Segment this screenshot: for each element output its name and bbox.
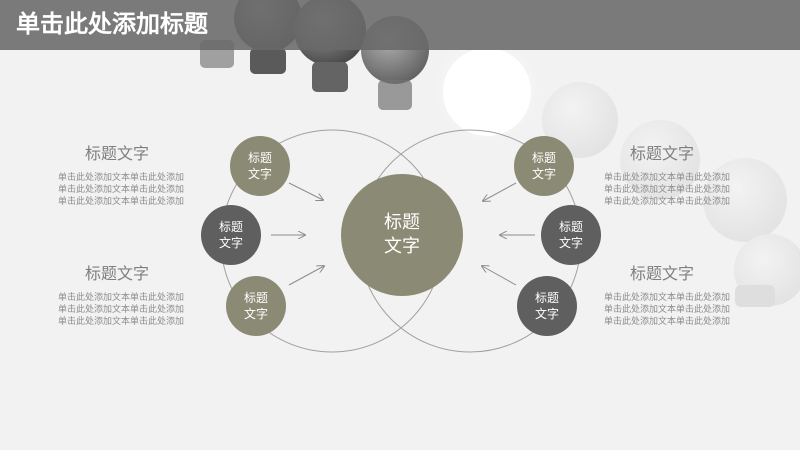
node-left-mid[interactable]: 标题 文字 [201,205,261,265]
side-block-body-bottom-right[interactable]: 单击此处添加文本单击此处添加 单击此处添加文本单击此处添加 单击此处添加文本单击… [604,292,730,328]
side-block-body-top-right[interactable]: 单击此处添加文本单击此处添加 单击此处添加文本单击此处添加 单击此处添加文本单击… [604,172,730,208]
side-block-title-top-left[interactable]: 标题文字 [85,144,150,163]
side-block-line: 单击此处添加文本单击此处添加 [604,197,731,207]
node-label-line2: 文字 [243,307,268,321]
center-circle[interactable]: 标题 文字 [341,174,463,296]
arrow-left-bottom [288,266,324,286]
node-left-bottom[interactable]: 标题 文字 [226,276,286,336]
side-block-line: 单击此处添加文本单击此处添加 [604,185,731,195]
side-block-title-bottom-right[interactable]: 标题文字 [630,264,695,283]
arrow-left-top [288,182,323,200]
side-block-body-top-left[interactable]: 单击此处添加文本单击此处添加 单击此处添加文本单击此处添加 单击此处添加文本单击… [58,172,184,208]
center-circle-line2: 文字 [384,236,420,257]
node-label-line1: 标题 [218,220,243,234]
side-block-line: 单击此处添加文本单击此处添加 [604,293,731,303]
node-left-top[interactable]: 标题 文字 [230,136,290,196]
node-right-top[interactable]: 标题 文字 [514,136,574,196]
node-label-line1: 标题 [534,291,559,305]
side-block-title-bottom-left[interactable]: 标题文字 [85,264,150,283]
side-block-line: 单击此处添加文本单击此处添加 [58,173,185,183]
arrow-right-top [483,182,517,201]
node-label-line2: 文字 [558,236,583,250]
node-label-line2: 文字 [218,236,243,250]
side-block-line: 单击此处添加文本单击此处添加 [58,185,185,195]
slide-title[interactable]: 单击此处添加标题 [16,10,208,38]
node-label-line1: 标题 [247,151,272,165]
side-block-line: 单击此处添加文本单击此处添加 [58,197,185,207]
node-label-line2: 文字 [247,167,272,181]
side-block-title-top-right[interactable]: 标题文字 [630,144,695,163]
title-bar [0,0,800,50]
side-block-line: 单击此处添加文本单击此处添加 [58,305,185,315]
side-block-line: 单击此处添加文本单击此处添加 [58,317,185,327]
side-block-body-bottom-left[interactable]: 单击此处添加文本单击此处添加 单击此处添加文本单击此处添加 单击此处添加文本单击… [58,292,184,328]
node-label-line1: 标题 [243,291,268,305]
side-block-line: 单击此处添加文本单击此处添加 [58,293,185,303]
arrow-right-bottom [482,266,517,286]
node-right-mid[interactable]: 标题 文字 [541,205,601,265]
center-circle-line1: 标题 [384,212,420,233]
node-label-line2: 文字 [534,307,559,321]
side-block-line: 单击此处添加文本单击此处添加 [604,173,731,183]
node-label-line2: 文字 [531,167,556,181]
side-block-line: 单击此处添加文本单击此处添加 [604,317,731,327]
side-block-line: 单击此处添加文本单击此处添加 [604,305,731,315]
node-right-bottom[interactable]: 标题 文字 [517,276,577,336]
node-label-line1: 标题 [531,151,556,165]
node-label-line1: 标题 [558,220,583,234]
